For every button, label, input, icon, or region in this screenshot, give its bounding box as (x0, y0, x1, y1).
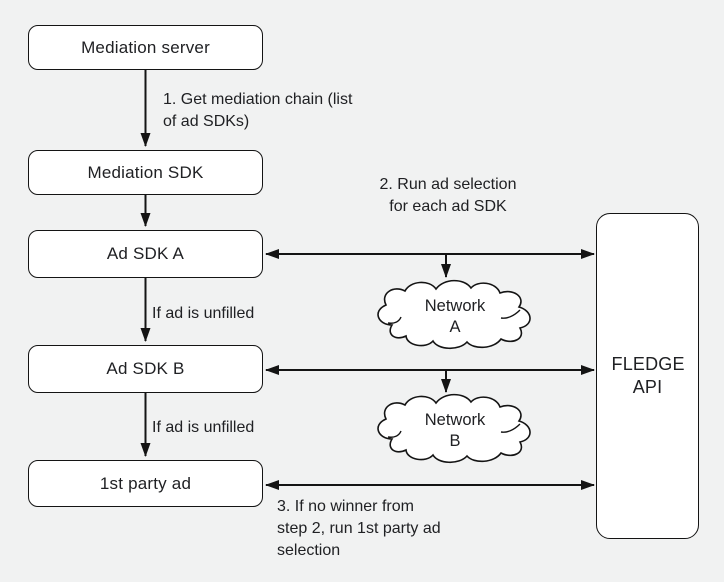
edge-label-if-ad-unfilled-b: If ad is unfilled (152, 419, 255, 436)
node-fledge-api: FLEDGE API (596, 213, 699, 539)
annotation-step-1: 1. Get mediation chain (list of ad SDKs) (163, 91, 353, 130)
annotation-step-3: 3. If no winner from step 2, run 1st par… (277, 498, 441, 559)
node-ad-sdk-b-label: Ad SDK B (106, 359, 185, 378)
node-ad-sdk-a-label: Ad SDK A (106, 244, 185, 263)
annotation-step-2: 2. Run ad selection for each ad SDK (379, 176, 517, 215)
node-first-party-ad-label: 1st party ad (99, 473, 192, 493)
node-ad-sdk-a: Ad SDK A (28, 230, 263, 278)
cloud-network-a-label: Network A (424, 297, 486, 336)
node-mediation-server-label: Mediation server (81, 37, 210, 57)
cloud-network-b-label: Network B (424, 411, 486, 450)
node-fledge-api-label: FLEDGE API (611, 354, 685, 397)
cloud-network-a-shape (377, 279, 531, 350)
node-mediation-sdk: Mediation SDK (28, 150, 263, 195)
node-ad-sdk-b: Ad SDK B (28, 345, 263, 393)
edge-label-if-ad-unfilled-a: If ad is unfilled (152, 305, 255, 322)
node-mediation-sdk-label: Mediation SDK (87, 162, 204, 182)
node-mediation-server: Mediation server (28, 25, 263, 70)
cloud-network-b-shape (377, 393, 531, 464)
node-first-party-ad: 1st party ad (28, 460, 263, 507)
